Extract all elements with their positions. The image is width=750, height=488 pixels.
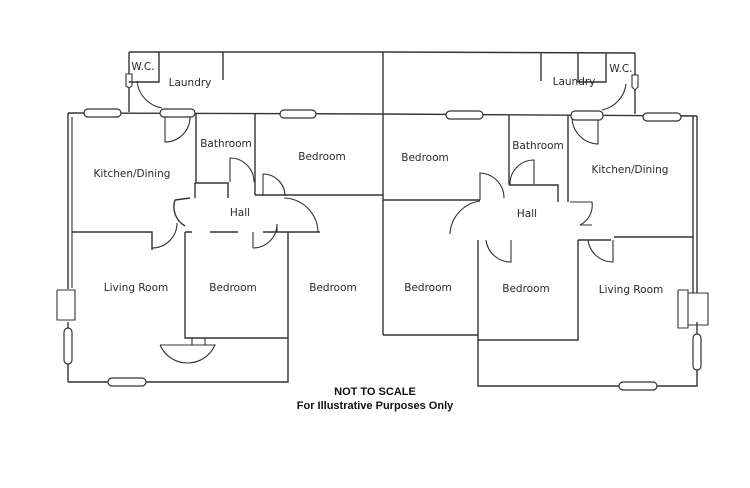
hall-walls [173,197,320,233]
room-label-laundry: Laundry [169,77,212,89]
room-label-bedroom: Bedroom [502,283,550,295]
window [279,109,317,119]
wc-door [136,80,163,109]
hall-right-door [570,201,593,226]
room-label-living: Living Room [599,284,663,296]
kitchen-bathroom-wall [194,113,383,198]
wc-fixture [631,74,639,91]
window [445,110,484,120]
bedroom1-door [449,172,505,235]
interior-walls [383,115,693,341]
room-label-wc: W.C. [131,61,154,73]
illustrative-purposes-note: For Illustrative Purposes Only [296,400,454,412]
room-label-bedroom: Bedroom [298,151,346,163]
not-to-scale-note: NOT TO SCALE [334,386,416,398]
room-label-bathroom: Bathroom [512,140,564,152]
fireplace [677,289,709,329]
window [107,377,147,387]
left-unit [56,51,384,387]
window [618,381,658,391]
wc-fixture [125,73,133,89]
rear-door [159,338,216,364]
laundry-walls [382,51,636,114]
room-label-bedroom: Bedroom [404,282,452,294]
window [570,110,604,121]
room-label-bedroom: Bedroom [401,152,449,164]
window [63,327,73,365]
window [83,108,122,118]
laundry-walls [128,51,384,335]
bathroom-door [229,157,255,183]
room-label-bedroom: Bedroom [309,282,357,294]
room-label-wc: W.C. [609,63,632,75]
fireplace [56,289,76,321]
room-label-kitchen: Kitchen/Dining [592,164,669,176]
room-label-hall: Hall [230,207,250,219]
room-label-bedroom: Bedroom [209,282,257,294]
bedroom1-door [262,173,319,233]
wc-door [601,83,627,111]
bedroom2-door [485,239,512,263]
room-label-hall: Hall [517,208,537,220]
living-door [151,222,178,249]
bedroom2-door [252,223,278,249]
bathroom-door [509,159,535,185]
room-label-laundry: Laundry [553,76,596,88]
room-label-bathroom: Bathroom [200,138,252,150]
window [159,108,196,118]
window [692,333,702,371]
room-label-kitchen: Kitchen/Dining [94,168,171,180]
right-unit [382,51,709,391]
kitchen-door [164,116,191,143]
kitchen-living-wall [72,231,289,339]
living-door [587,239,614,263]
kitchen-door [571,116,599,145]
window [642,112,682,122]
room-label-living: Living Room [104,282,168,294]
